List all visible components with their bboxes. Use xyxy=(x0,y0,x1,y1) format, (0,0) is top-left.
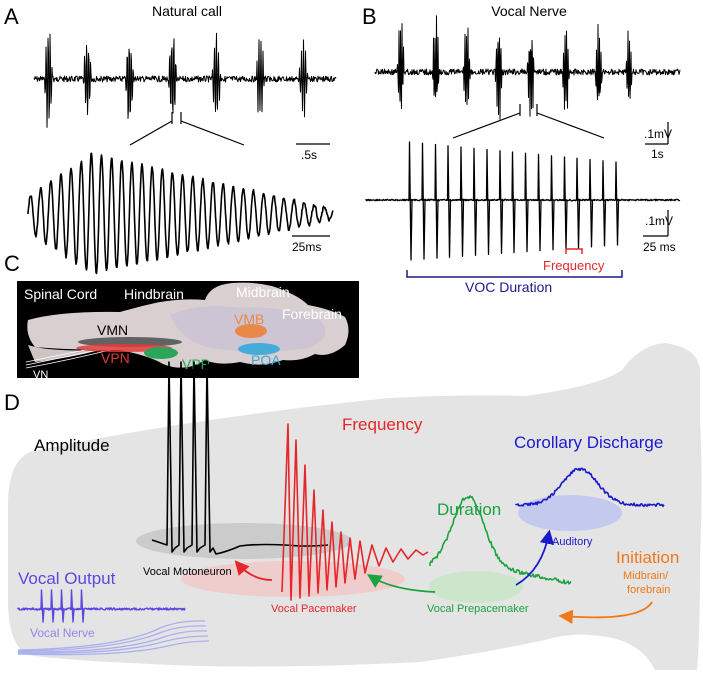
prepacemaker-trace xyxy=(429,495,572,585)
natural-call-waveform xyxy=(33,32,337,128)
label-vocal-prepacemaker: Vocal Prepacemaker xyxy=(427,603,529,615)
vocal-output-trace xyxy=(17,589,186,623)
vocal-nerve-fibers xyxy=(17,620,210,656)
label-vocal-pacemaker: Vocal Pacemaker xyxy=(271,603,357,615)
scale-label-b-bottom-v: .1mV xyxy=(645,214,673,228)
zoom-line-left xyxy=(129,120,173,146)
label-hindbrain: Hindbrain xyxy=(124,286,184,302)
label-vocal-output: Vocal Output xyxy=(18,569,116,588)
panel-d-traces xyxy=(17,361,665,623)
vocal-nerve-trace xyxy=(374,15,681,120)
corollary-trace xyxy=(515,467,665,508)
scale-bar-b-bottom xyxy=(643,210,669,237)
scale-label-b-top-v: .1mV xyxy=(644,127,672,141)
panel-a-title: Natural call xyxy=(152,3,222,19)
arrow-pacemaker-to-motoneuron xyxy=(234,560,273,581)
scale-label-b-top-t: 1s xyxy=(651,147,664,161)
label-forebrain: Forebrain xyxy=(282,306,342,322)
label-duration: Duration xyxy=(437,500,501,519)
duration-bracket xyxy=(406,270,623,278)
label-vpn: VPN xyxy=(101,350,130,366)
label-vocal-nerve: Vocal Nerve xyxy=(30,626,95,640)
label-auditory: Auditory xyxy=(552,536,593,548)
motoneuron-trace xyxy=(151,361,329,555)
arrow-prepacemaker-to-pacemaker xyxy=(366,574,436,593)
scale-label-a-bottom: 25ms xyxy=(292,240,321,254)
label-midbrain-d: Midbrain/ xyxy=(623,570,669,582)
natural-call-zoom-waveform xyxy=(27,152,334,275)
panel-letter-b: B xyxy=(362,4,377,29)
natural-call-trace xyxy=(33,32,337,128)
auditory-region xyxy=(518,495,622,531)
frequency-bracket xyxy=(565,248,583,254)
label-corollary-discharge: Corollary Discharge xyxy=(514,433,663,452)
frequency-label-b: Frequency xyxy=(543,258,605,273)
scale-label-b-bottom-t: 25 ms xyxy=(643,240,676,254)
scale-label-a-top: .5s xyxy=(301,148,317,162)
label-midbrain: Midbrain xyxy=(236,284,290,300)
panel-b-title: Vocal Nerve xyxy=(491,3,567,19)
scale-bar-b-top xyxy=(645,122,669,145)
label-vpp: VPP xyxy=(182,356,210,372)
arrow-prepacemaker-to-auditory xyxy=(515,529,555,586)
panel-letter-a: A xyxy=(4,4,19,29)
vmb-region xyxy=(235,324,267,338)
label-poa: POA xyxy=(251,352,281,368)
label-vn: VN xyxy=(33,369,48,381)
pacemaker-trace xyxy=(281,423,429,601)
label-vmb: VMB xyxy=(234,311,264,327)
panel-letter-d: D xyxy=(4,390,20,415)
label-frequency: Frequency xyxy=(342,415,423,434)
vocal-nerve-spikes xyxy=(365,141,681,261)
natural-call-zoom-trace xyxy=(27,152,334,275)
prepacemaker-region xyxy=(429,571,523,603)
poa-region xyxy=(238,343,280,355)
vocal-nerve-waveform xyxy=(374,15,681,120)
vocal-nerve-zoom-trace xyxy=(365,141,681,261)
label-forebrain-d: forebrain xyxy=(627,584,670,596)
vpp-region xyxy=(144,347,178,359)
duration-label-b: VOC Duration xyxy=(465,279,552,295)
zoom-line-right-b xyxy=(536,112,605,139)
label-spinal-cord: Spinal Cord xyxy=(24,286,97,302)
label-vocal-motoneuron: Vocal Motoneuron xyxy=(143,566,232,578)
zoom-line-right xyxy=(180,120,245,146)
arrow-initiation xyxy=(558,601,653,625)
label-initiation: Initiation xyxy=(616,548,679,567)
label-vmn: VMN xyxy=(97,322,128,338)
zoom-line-left-b xyxy=(452,112,521,139)
panel-letter-c: C xyxy=(4,251,20,276)
label-amplitude: Amplitude xyxy=(34,436,110,455)
